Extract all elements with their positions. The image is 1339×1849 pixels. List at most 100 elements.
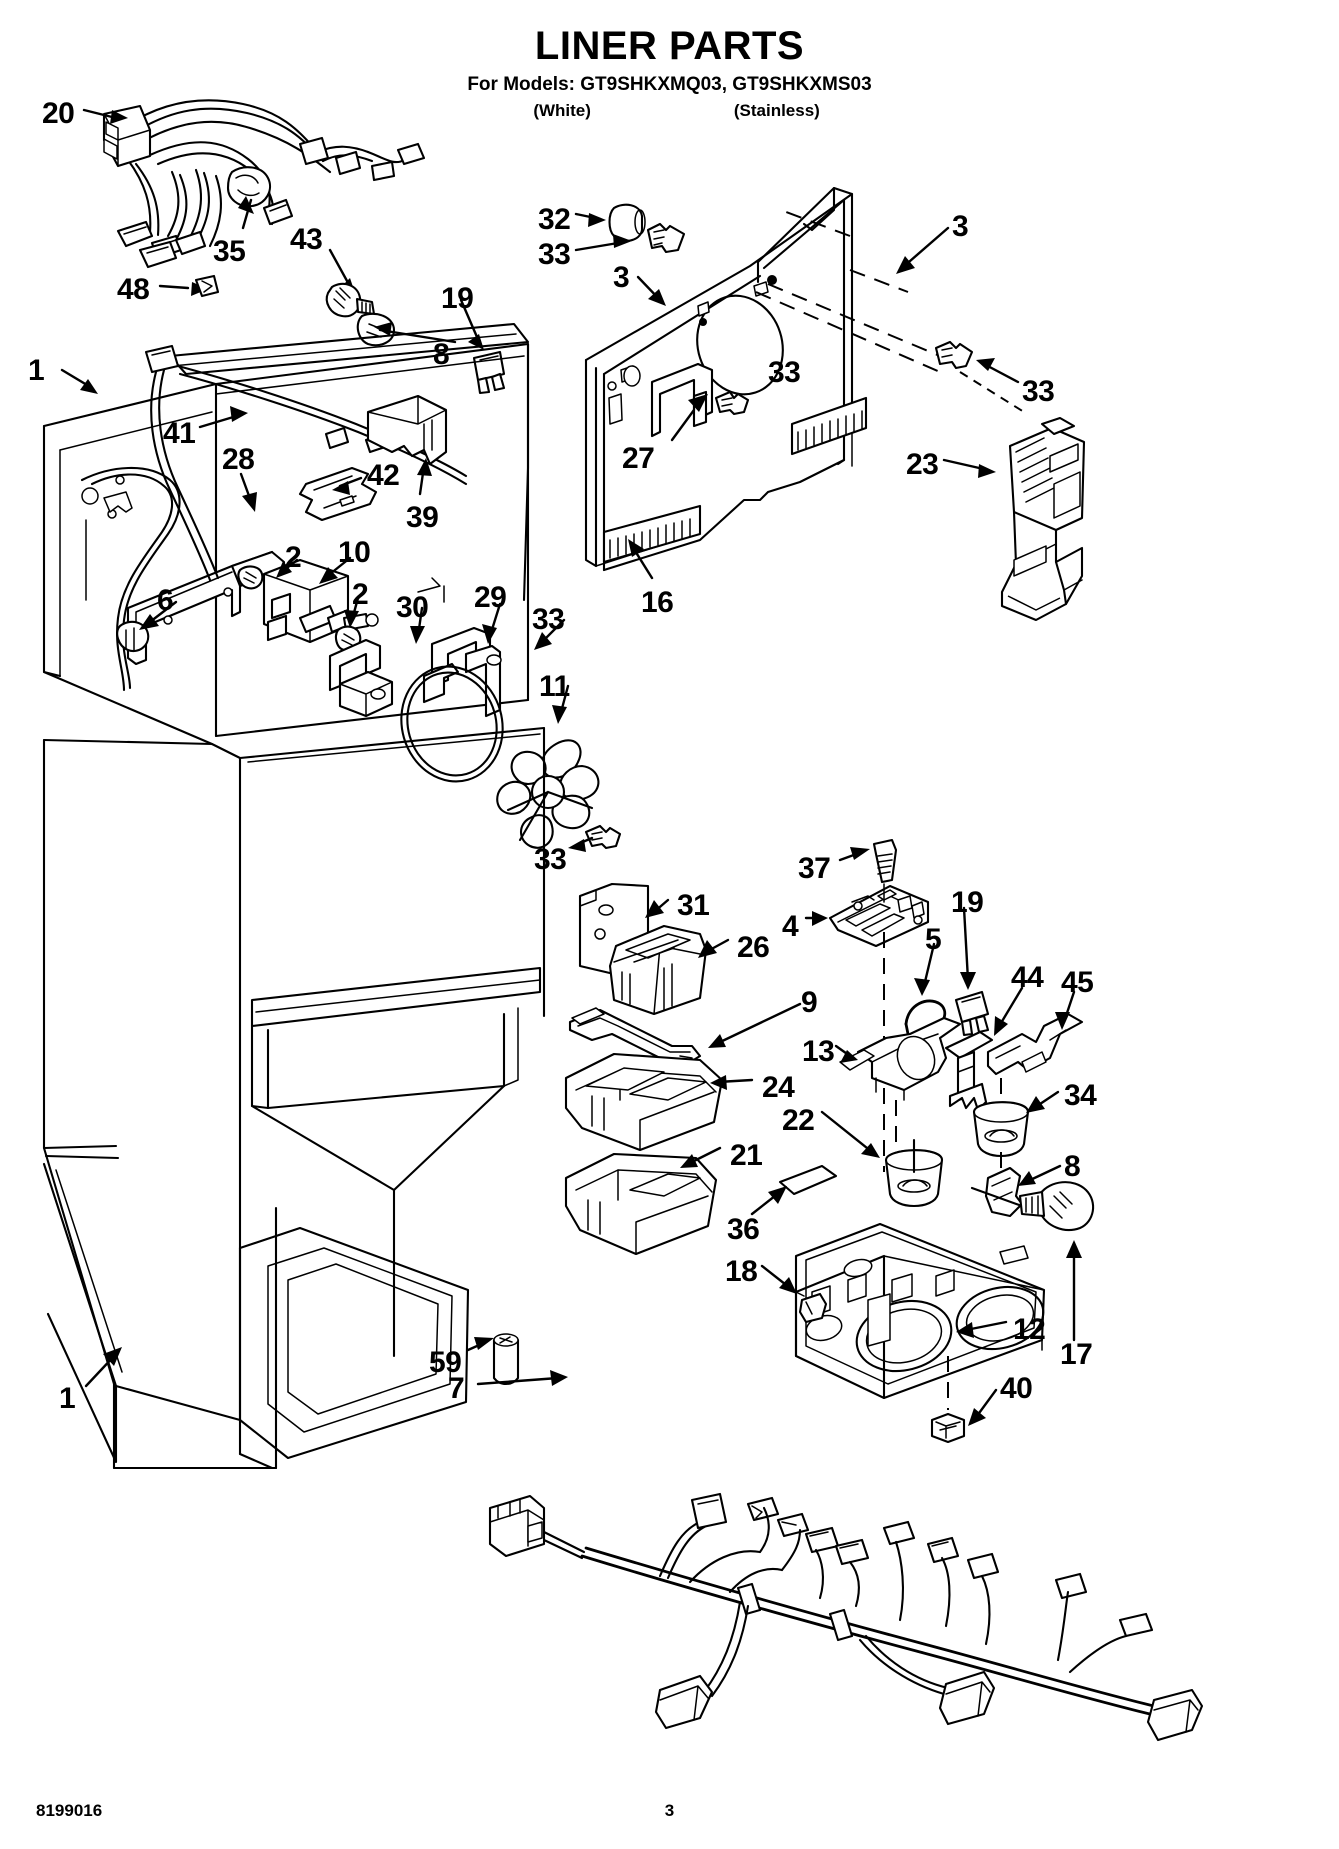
lens-22-art (886, 1140, 942, 1206)
callout-45: 45 (1061, 966, 1094, 999)
harness-7-art (490, 1494, 1202, 1740)
bracket-13-art (840, 1018, 960, 1100)
cover-39-art (368, 396, 446, 464)
page-title: LINER PARTS (534, 24, 805, 68)
callout-5: 5 (925, 923, 942, 956)
callout-1-upper: 1 (28, 354, 45, 387)
callout-7: 7 (448, 1372, 465, 1405)
liner-cabinet-upper-art (44, 324, 620, 852)
callout-27: 27 (622, 442, 655, 475)
bulb-8b-art (1020, 1182, 1093, 1230)
bracket-27-art (652, 364, 712, 436)
callout-33-fan: 33 (534, 843, 567, 876)
callout-8-lower: 8 (1064, 1150, 1081, 1183)
callout-44: 44 (1011, 961, 1044, 994)
arm-9-art (570, 1008, 700, 1066)
bin-21-art (566, 1154, 716, 1254)
finishes-line: (White) (Stainless) (0, 101, 1339, 121)
callout-35: 35 (213, 235, 246, 268)
callout-24: 24 (762, 1071, 795, 1104)
connector-19b-art (956, 992, 988, 1035)
clip-48-art (196, 276, 218, 296)
callout-34: 34 (1064, 1079, 1097, 1112)
callout-30: 30 (396, 591, 429, 624)
callout-9: 9 (801, 986, 818, 1019)
rear-panel-3-art (586, 188, 1024, 570)
callout-41: 41 (163, 417, 196, 450)
screw-33c-art (716, 392, 748, 414)
callout-22: 22 (782, 1104, 815, 1137)
lever-45-art (988, 1014, 1082, 1074)
callout-33-top: 33 (538, 238, 571, 271)
screw-33b-art (936, 342, 972, 368)
bin-24-art (566, 1054, 722, 1150)
socket-8-art (358, 314, 394, 345)
callout-18: 18 (725, 1255, 758, 1288)
plate-31-art (580, 884, 648, 974)
callout-17: 17 (1060, 1338, 1093, 1371)
grille-16-art (604, 398, 866, 562)
socket-8b-art (972, 1168, 1022, 1216)
callout-33-right: 33 (1022, 375, 1055, 408)
nut-40-art (932, 1356, 964, 1442)
callout-23: 23 (906, 448, 939, 481)
callout-21: 21 (730, 1139, 763, 1172)
callout-59: 59 (429, 1346, 462, 1379)
callout-32: 32 (538, 203, 571, 236)
callout-33-fan-bracket: 33 (532, 603, 565, 636)
callout-31: 31 (677, 889, 710, 922)
callout-26: 26 (737, 931, 770, 964)
callout-6: 6 (157, 584, 174, 617)
bulb-43-art (327, 284, 374, 316)
callout-10: 10 (338, 536, 371, 569)
screw-33e-art (586, 826, 620, 848)
lens-34-art (974, 1078, 1028, 1200)
cap-59-art (494, 1334, 518, 1384)
clip-5-art (906, 1001, 948, 1034)
callout-3-left: 3 (613, 261, 630, 294)
callout-11: 11 (539, 670, 570, 703)
finish-stainless-label: (Stainless) (733, 101, 820, 120)
flap-36-art (780, 1166, 836, 1194)
callout-16: 16 (641, 586, 674, 619)
callout-1-lower: 1 (59, 1382, 76, 1415)
callout-37: 37 (798, 852, 831, 885)
callout-12: 12 (1013, 1313, 1046, 1346)
fan-blade-11-art (497, 740, 598, 847)
board-4-art (830, 886, 928, 946)
callout-29: 29 (474, 581, 507, 614)
callout-48: 48 (117, 273, 150, 306)
callout-2-upper: 2 (285, 541, 302, 574)
callout-36: 36 (727, 1213, 760, 1246)
callout-19-top: 19 (441, 282, 474, 315)
bracket-42-art (300, 468, 376, 520)
callout-2-lower: 2 (352, 578, 369, 611)
callout-33-panel: 33 (768, 356, 801, 389)
air-tower-23-art (1002, 418, 1084, 620)
connector-19a-art (474, 352, 504, 393)
screw-37-art (874, 840, 896, 902)
callout-39: 39 (406, 501, 439, 534)
callout-13: 13 (802, 1035, 835, 1068)
bracket-29-art (424, 628, 501, 716)
models-line: For Models: GT9SHKXMQ03, GT9SHKXMS03 (467, 74, 872, 95)
callout-19-lower: 19 (951, 886, 984, 919)
bushing-18-art (800, 1294, 826, 1322)
fan-ring-11-art (388, 654, 516, 793)
bracket-30-art (330, 640, 392, 716)
callout-42: 42 (367, 459, 400, 492)
callout-28: 28 (222, 443, 255, 476)
callout-20: 20 (42, 97, 75, 130)
callout-3-right: 3 (952, 210, 969, 243)
callout-43: 43 (290, 223, 323, 256)
bushing-32-art (610, 205, 646, 241)
plunger-44-art (944, 1000, 992, 1110)
finish-white-label: (White) (533, 101, 591, 120)
harness-20-art (104, 100, 424, 267)
housing-26-art (610, 926, 706, 1014)
footer-part-number: 8199016 (36, 1801, 103, 1820)
screw-33a-art (648, 224, 684, 252)
callout-4: 4 (782, 910, 799, 943)
